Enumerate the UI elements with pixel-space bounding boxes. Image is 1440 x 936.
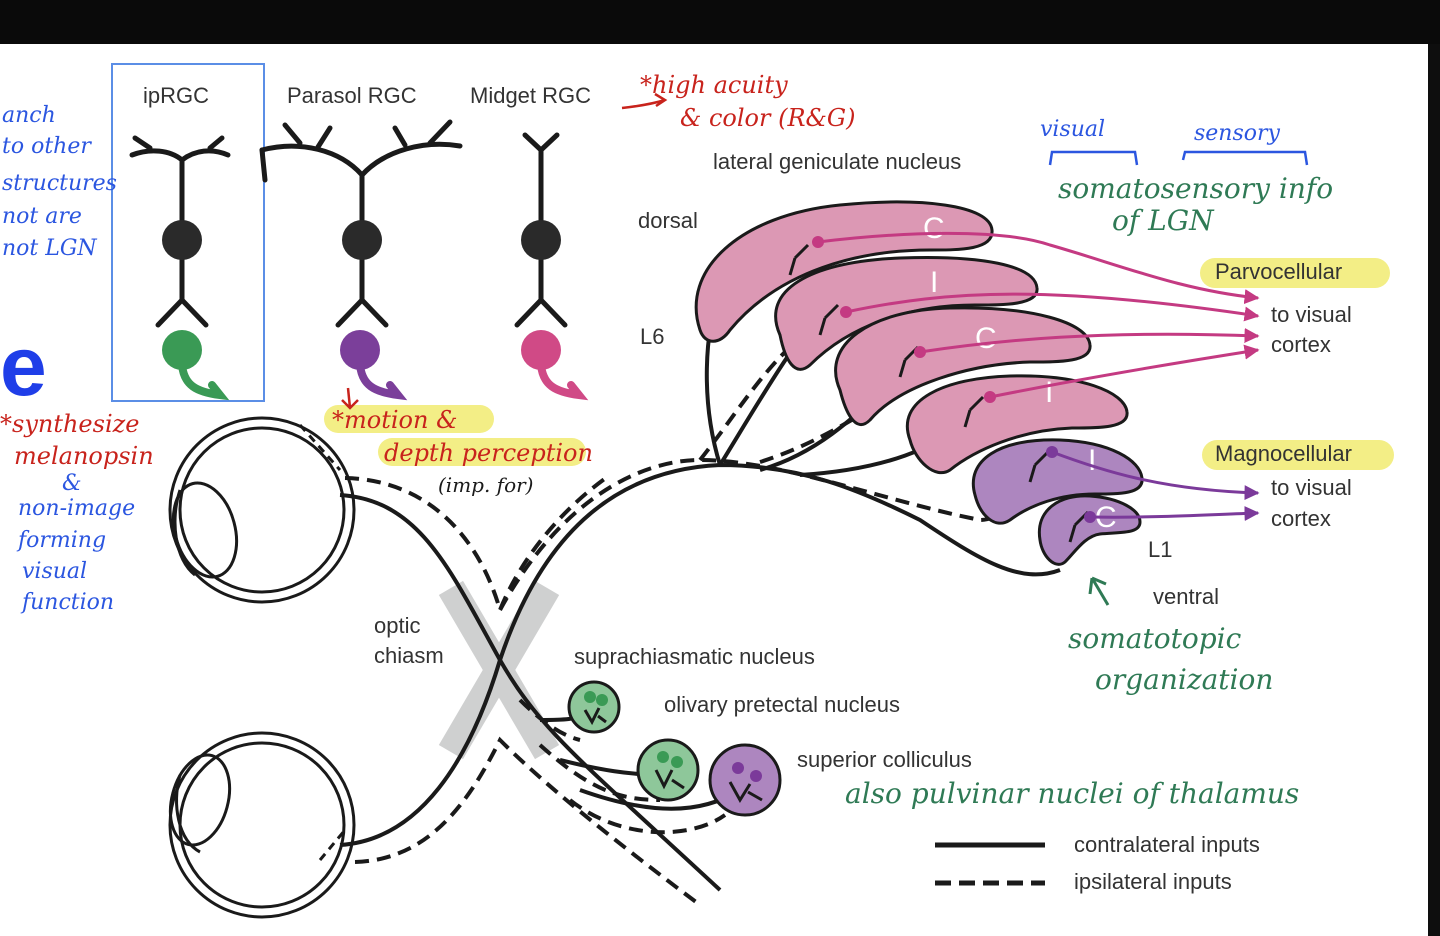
lgn-layer-3-letter: I [1045, 376, 1053, 409]
parvo-cortex-label: cortex [1271, 332, 1331, 357]
lgn-layer-4-letter: C [975, 322, 997, 355]
magno-highlight [1202, 440, 1394, 470]
lgn-layer-2 [971, 438, 1144, 525]
lgn-layer-1 [1037, 494, 1142, 566]
lgn-label: lateral geniculate nucleus [713, 149, 961, 174]
optic-label: optic [374, 613, 420, 638]
parvo-projections [817, 231, 1260, 399]
motion-highlight [324, 405, 494, 433]
magno-label: Magnocellular [1215, 441, 1352, 466]
somatosensory-note: somatosensory info of LGN [1058, 172, 1333, 237]
branch-note-line-4: not are [2, 204, 82, 229]
synthesize-line-1: *synthesize [0, 410, 139, 438]
lgn-layer-4 [834, 306, 1092, 427]
lgn: C I C I I C [694, 200, 1144, 566]
opn-label: olivary pretectal nucleus [664, 692, 900, 717]
motion-line-2: depth perception [384, 439, 593, 467]
acuity-arrow [621, 92, 668, 110]
suprachiasmatic-nucleus-circle [567, 680, 621, 734]
synthesize-line-4: non-image [18, 496, 135, 521]
eye-upper [168, 416, 356, 604]
iprgc-highlight-box [111, 63, 265, 402]
ventral-label: ventral [1153, 584, 1219, 609]
synthesize-line-2: melanopsin [14, 442, 154, 470]
acuity-line-1: *high acuity [640, 71, 788, 99]
pulvinar-note: also pulvinar nuclei of thalamus [845, 777, 1299, 810]
somatotopic-line-1: somatotopic [1068, 622, 1242, 655]
visual-sensory-note: visual sensory [1040, 117, 1309, 166]
parvo-label: Parvocellular [1215, 259, 1342, 284]
synthesize-line-3: & [62, 471, 82, 496]
somatotopic-note: somatotopic organization [1068, 576, 1273, 696]
motion-note: *motion & depth perception (imp. for) [332, 406, 593, 497]
acuity-line-2: & color (R&G) [680, 104, 855, 132]
synthesize-line-6: visual [22, 559, 87, 584]
l1-label: L1 [1148, 537, 1172, 562]
olivary-pretectal-nucleus-circle [636, 738, 700, 802]
lgn-layer-5 [774, 256, 1039, 371]
parasol-photoreceptor [340, 330, 408, 401]
parasol-soma [342, 220, 382, 260]
motion-arrow [341, 387, 359, 410]
sc-label: superior colliculus [797, 747, 972, 772]
motion-line-1: *motion & [332, 406, 457, 434]
eye-lower [168, 731, 356, 919]
magno-cortex-label: cortex [1271, 506, 1331, 531]
superior-colliculus-circle [708, 743, 782, 817]
somatosensory-line-2: of LGN [1112, 204, 1215, 237]
legend-solid-label: contralateral inputs [1074, 832, 1260, 857]
lgn-layer-3 [906, 374, 1129, 475]
parasol-rgc-label: Parasol RGC [287, 83, 417, 108]
branch-note-line-1: anch [2, 103, 56, 128]
lgn-layer-2-letter: I [1088, 444, 1096, 477]
dorsal-label: dorsal [638, 208, 698, 233]
parvo-to-visual-label: to visual [1271, 302, 1352, 327]
sensory-note: sensory [1194, 121, 1281, 146]
midget-photoreceptor [521, 330, 589, 401]
legend-dashed-label: ipsilateral inputs [1074, 869, 1232, 894]
somatotopic-line-2: organization [1095, 663, 1273, 696]
lgn-layer-6-letter: C [923, 212, 945, 245]
depth-highlight [378, 438, 586, 466]
branch-note-line-2: to other [2, 134, 92, 159]
branch-note: anch to other structures not are not LGN [2, 103, 117, 261]
parvo-highlight [1200, 258, 1390, 288]
acuity-note: *high acuity & color (R&G) [640, 71, 855, 132]
visual-note: visual [1040, 117, 1105, 142]
iprgc-soma [162, 220, 202, 260]
lgn-layer-6 [694, 200, 994, 343]
chiasm-label: chiasm [374, 643, 444, 668]
synthesize-line-7: function [20, 590, 114, 615]
motion-line-3: (imp. for) [438, 473, 534, 497]
iprgc-photoreceptor [162, 330, 230, 401]
midget-rgc-label: Midget RGC [470, 83, 591, 108]
synthesize-note: *synthesize melanopsin & non-image formi… [0, 410, 154, 615]
scn-label: suprachiasmatic nucleus [574, 644, 815, 669]
branch-note-line-5: not LGN [2, 236, 97, 261]
big-e-letter: e [0, 319, 47, 413]
branch-note-line-3: structures [2, 171, 117, 196]
l6-label: L6 [640, 324, 664, 349]
magno-to-visual-label: to visual [1271, 475, 1352, 500]
parasol-neuron [259, 119, 463, 328]
somatosensory-line-1: somatosensory info [1058, 172, 1333, 205]
synthesize-line-5: forming [16, 528, 106, 553]
top-bar [0, 0, 1440, 44]
lgn-layer-5-letter: I [930, 266, 938, 299]
magno-projections [1051, 450, 1260, 521]
midget-soma [521, 220, 561, 260]
legend: contralateral inputs ipsilateral inputs [935, 832, 1260, 894]
iprgc-label: ipRGC [143, 83, 209, 108]
